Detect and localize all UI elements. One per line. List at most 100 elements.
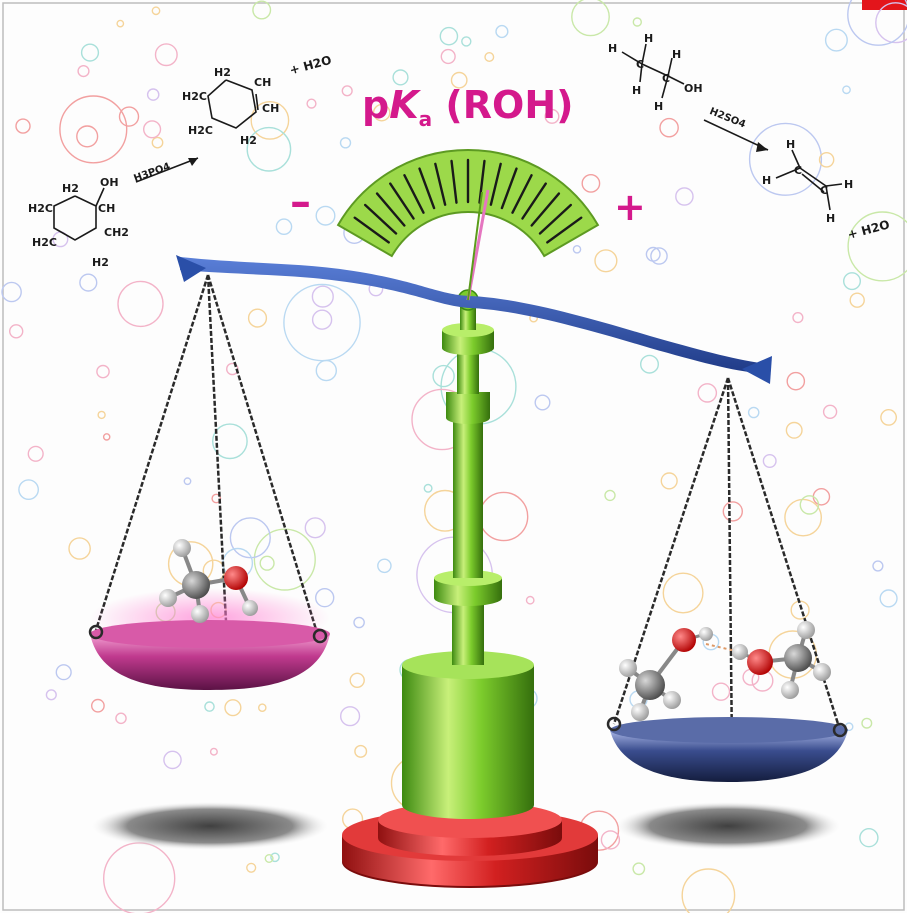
background-bubble [354, 744, 368, 758]
reaction-arrowhead-right [756, 142, 768, 152]
background-bubble [257, 703, 267, 713]
gauge-tick [478, 159, 486, 204]
background-bubble [640, 354, 660, 374]
background-bubble [722, 501, 743, 522]
gauge-plus-sign: + [614, 185, 646, 229]
gauge-tick [521, 182, 547, 220]
reaction-arrowhead-left [188, 158, 198, 166]
background-bubble [353, 616, 365, 629]
reaction-arrow-left [135, 157, 199, 183]
background-bubble [822, 404, 838, 419]
background-bubble [76, 125, 99, 148]
background-bubble [103, 842, 176, 913]
background-bubble [209, 747, 218, 756]
background-bubble [91, 698, 105, 713]
background-bubble [372, 103, 391, 122]
background-bubble [818, 151, 835, 168]
background-bubble [1, 281, 22, 303]
gauge-tick [389, 182, 415, 220]
background-bubble [247, 308, 268, 328]
svg-text:H: H [762, 174, 771, 187]
background-bubble [97, 410, 106, 420]
svg-text:H2C: H2C [182, 90, 207, 103]
svg-text:H: H [672, 48, 681, 61]
background-bubble [229, 517, 271, 559]
methanol-dimer-molecule [619, 621, 831, 721]
background-bubble [341, 85, 353, 97]
left-pan-shadow [92, 802, 328, 850]
background-bubble [711, 682, 731, 701]
background-bubble [18, 479, 40, 500]
background-bubble [812, 487, 831, 506]
gauge-tick [375, 192, 406, 227]
gauge-tick [403, 174, 425, 214]
background-bubble [306, 98, 317, 109]
background-bubble [377, 558, 392, 574]
gauge-tick [418, 167, 436, 210]
background-bubble [747, 406, 760, 419]
reagent-h3po4: H3PO4 [132, 161, 172, 184]
background-bubble [872, 560, 884, 572]
svg-text:CH: CH [254, 76, 271, 89]
ethene-labels: H H C C H H [762, 138, 853, 225]
svg-text:H2C: H2C [28, 202, 53, 215]
background-bubble [748, 122, 823, 196]
background-bubble [544, 108, 560, 124]
background-bubble [762, 454, 777, 469]
background-bubble [250, 100, 290, 140]
svg-text:H: H [654, 100, 663, 113]
background-bubble [681, 868, 736, 913]
svg-text:H: H [844, 178, 853, 191]
background-bubble [875, 2, 907, 44]
background-bubble [847, 211, 907, 282]
background-bubble [275, 218, 293, 235]
background-bubble [792, 312, 804, 324]
cyclohexene-labels: H2 CH H2C CH H2C H2 [182, 66, 279, 147]
svg-text:H2: H2 [62, 182, 79, 195]
background-bubble [116, 19, 125, 28]
background-bubble [799, 495, 820, 515]
background-bubble [68, 537, 91, 560]
background-bubble [440, 48, 456, 65]
gauge-tick [530, 192, 561, 227]
background-bubble [315, 205, 336, 226]
background-bubble [311, 285, 334, 308]
background-bubble [59, 95, 128, 164]
svg-text:H: H [826, 212, 835, 225]
left-pan [88, 620, 330, 690]
background-bubble [650, 247, 668, 265]
svg-text:C: C [636, 58, 644, 71]
byproduct-right: + H2O [846, 217, 891, 242]
pka-gauge [336, 149, 600, 301]
gauge-tick [538, 203, 573, 235]
cyclohexene-structure [207, 79, 259, 129]
left-pan-chains [94, 274, 320, 661]
background-bubble [879, 589, 898, 608]
background-bubble [246, 862, 257, 873]
reaction-arrow-right [703, 119, 769, 151]
background-bubble [259, 555, 275, 571]
background-bubble [224, 699, 242, 717]
background-bubble [645, 246, 661, 262]
background-bubble [252, 0, 272, 20]
gauge-tick [434, 162, 447, 206]
background-bubble [349, 672, 365, 688]
balance-beam [180, 257, 768, 374]
svg-text:H2C: H2C [32, 236, 57, 249]
background-bubble [450, 71, 468, 89]
background-bubble [339, 137, 352, 149]
background-bubble [495, 24, 509, 39]
ethene-structure [775, 149, 843, 211]
background-bubble [604, 489, 616, 502]
background-bubble [253, 528, 316, 591]
svg-text:H2: H2 [92, 256, 109, 269]
background-bubble [675, 187, 694, 206]
background-bubble [204, 701, 215, 712]
background-bubble [117, 280, 164, 328]
background-bubble [392, 69, 409, 86]
gauge-tick [363, 203, 398, 235]
svg-text:OH: OH [684, 82, 703, 95]
svg-text:H2: H2 [240, 134, 257, 147]
